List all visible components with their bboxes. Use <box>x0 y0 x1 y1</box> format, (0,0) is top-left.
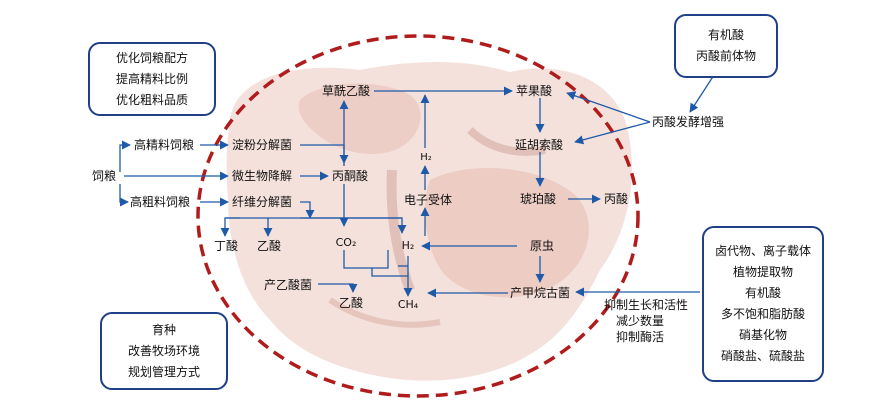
arrow-fiber-to-vfa <box>300 201 315 219</box>
node-oxaloacetate: 草酰乙酸 <box>322 84 371 98</box>
node-protozoa: 原虫 <box>530 239 555 253</box>
node-succinate: 琥珀酸 <box>520 192 557 206</box>
diet-line-3: 优化粗料品质 <box>115 92 188 107</box>
node-methanogen: 产甲烷古菌 <box>510 286 571 300</box>
node-malate: 苹果酸 <box>516 84 553 98</box>
organic-acid-line-1: 有机酸 <box>707 28 744 42</box>
node-ch4: CH₄ <box>397 298 419 311</box>
node-propionate-enhance: 丙酸发酵增强 <box>652 115 725 129</box>
diet-strategy-box: 优化饲粮配方 提高精料比例 优化粗料品质 <box>88 42 216 116</box>
additive-line-1: 卤代物、离子载体 <box>714 244 811 258</box>
breeding-line-2: 改善牧场环境 <box>127 343 200 358</box>
inhibit-label-3: 抑制酶活 <box>616 330 665 344</box>
diet-line-1: 优化饲粮配方 <box>115 50 188 65</box>
organic-acid-line-2: 丙酸前体物 <box>695 49 756 63</box>
node-butyrate: 丁酸 <box>214 239 239 253</box>
node-fiber-bacteria: 纤维分解菌 <box>232 195 293 209</box>
diet-line-2: 提高精料比例 <box>115 71 188 86</box>
rumen-illustration <box>226 61 632 381</box>
arrows <box>119 71 717 298</box>
additive-line-5: 硝基化物 <box>738 328 787 342</box>
connector-lines <box>225 217 408 277</box>
node-pyruvate: 丙酮酸 <box>332 169 369 183</box>
node-acetogen: 产乙酸菌 <box>264 278 313 292</box>
additive-line-6: 硝酸盐、硫酸盐 <box>720 349 805 363</box>
node-h2-mid: H₂ <box>401 239 415 252</box>
arrow-acetogen-to-acetate <box>318 283 358 293</box>
arrow-feed-to-high-concentrate <box>119 140 131 172</box>
node-microbial-degradation: 微生物降解 <box>232 169 293 183</box>
feed-additives-box: 卤代物、离子载体 植物提取物 有机酸 多不饱和脂肪酸 硝基化物 硝酸盐、硫酸盐 <box>702 226 824 382</box>
node-co2: CO₂ <box>335 236 357 249</box>
inhibit-label-1: 抑制生长和活性 <box>604 298 689 312</box>
node-high-roughage-feed: 高粗料饲粮 <box>130 195 191 209</box>
arrow-enhance-to-malate <box>566 91 651 123</box>
breeding-management-box: 育种 改善牧场环境 规划管理方式 <box>100 312 228 390</box>
node-acetate-top: 乙酸 <box>257 239 282 253</box>
arrow-feed-to-high-roughage <box>119 184 129 207</box>
co2-h2-link <box>343 250 389 269</box>
node-acetate-bottom: 乙酸 <box>338 296 364 310</box>
node-starch-bacteria: 淀粉分解菌 <box>232 138 293 152</box>
rumen-boundary-ellipse <box>196 34 640 398</box>
breeding-line-1: 育种 <box>151 322 176 337</box>
node-fumarate: 延胡索酸 <box>515 138 564 152</box>
node-h2-top: H₂ <box>420 152 432 163</box>
additive-line-4: 多不饱和脂肪酸 <box>720 307 805 321</box>
link-to-ch4 <box>371 268 408 277</box>
node-electron-acceptor: 电子受体 <box>403 193 453 207</box>
organic-acid-box: 有机酸 丙酸前体物 <box>674 14 778 78</box>
breeding-line-3: 规划管理方式 <box>127 364 200 379</box>
arrow-enhance-to-fumarate <box>574 121 651 145</box>
node-propionate: 丙酸 <box>604 192 629 206</box>
inhibit-label-2: 减少数量 <box>616 314 665 328</box>
node-high-concentrate-feed: 高精料饲粮 <box>134 138 195 152</box>
node-feed: 饲粮 <box>92 169 117 183</box>
arrow-organic-acid-to-enhance <box>689 71 717 113</box>
additive-line-3: 有机酸 <box>744 286 781 300</box>
additive-line-2: 植物提取物 <box>732 265 793 279</box>
